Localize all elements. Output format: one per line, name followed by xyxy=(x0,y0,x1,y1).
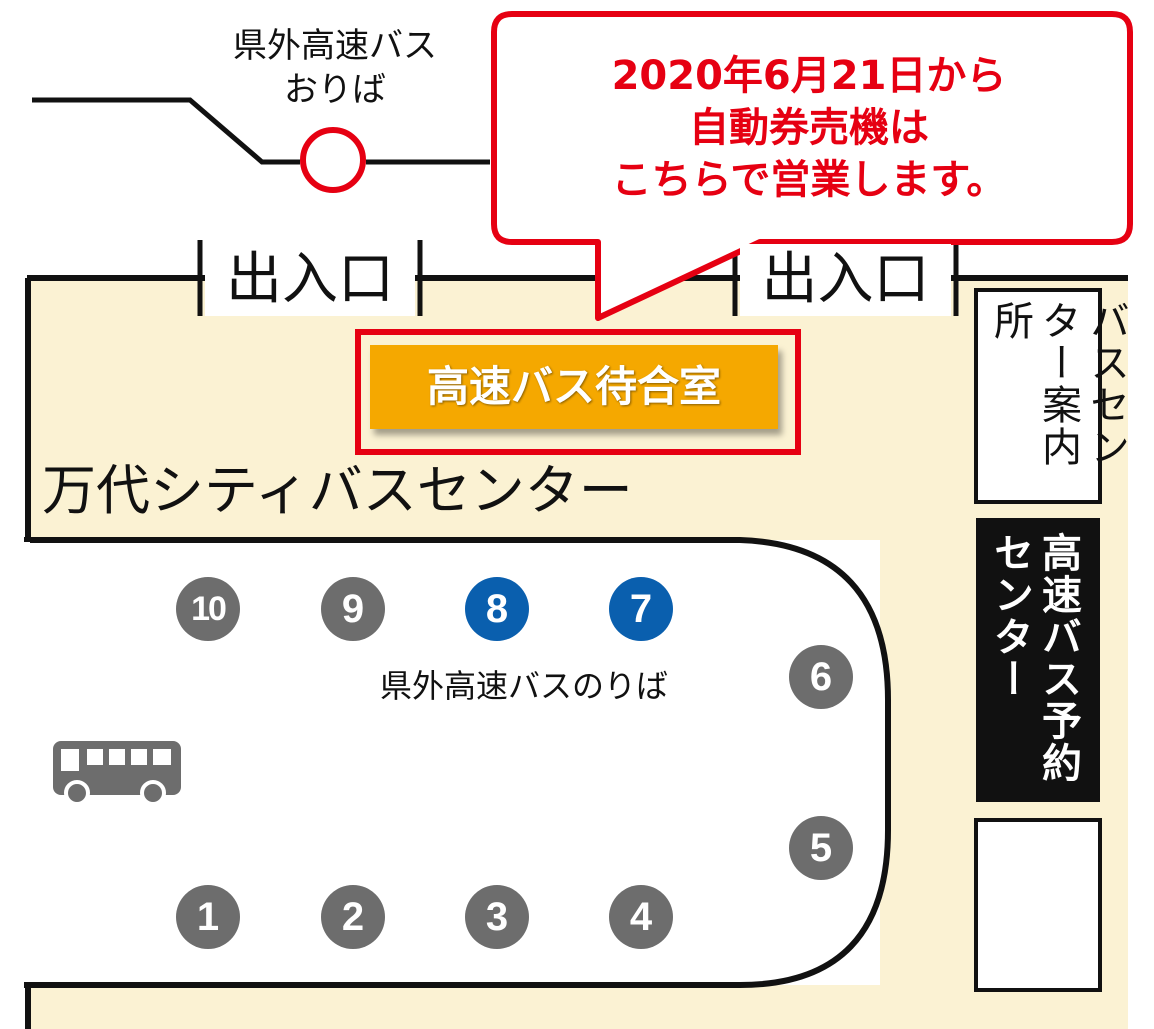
entrance-left: 出入口 xyxy=(205,244,415,316)
reservation-center-box xyxy=(976,518,1100,802)
bus-platform-area xyxy=(24,537,891,988)
reservation-col2: 予約センター xyxy=(987,532,1081,784)
bus-stop-2[interactable]: 2 xyxy=(321,885,385,949)
notice-line2: 自動券売機は xyxy=(689,105,929,151)
drop-off-label: 県外高速バス おりば xyxy=(200,24,470,112)
bus-stop-3[interactable]: 3 xyxy=(465,885,529,949)
bus-stop-1[interactable]: 1 xyxy=(176,885,240,949)
notice-line3: こちらで営業します。 xyxy=(611,157,1007,203)
building-floor-bottom xyxy=(27,985,1128,1029)
entrance-right: 出入口 xyxy=(740,244,951,316)
waiting-room-label[interactable]: 高速バス待合室 xyxy=(370,345,778,429)
notice-callout xyxy=(491,11,1133,321)
bus-stop-9[interactable]: 9 xyxy=(321,577,385,641)
boarding-label: 県外高速バスのりば xyxy=(380,667,669,705)
info-desk-col1: バスセンター xyxy=(1035,300,1129,468)
waiting-room-frame xyxy=(355,329,801,455)
drop-off-label-line1: 県外高速バス xyxy=(233,26,437,66)
info-desk-col2: 案内所 xyxy=(987,300,1081,468)
drop-off-label-line2: おりば xyxy=(284,70,386,110)
bus-stop-6[interactable]: 6 xyxy=(789,645,853,709)
bus-stop-4[interactable]: 4 xyxy=(609,885,673,949)
notice-line1: 2020年6月21日から xyxy=(611,53,1007,99)
circle-marker-icon xyxy=(300,127,366,193)
bus-icon xyxy=(53,741,181,806)
road-line xyxy=(32,97,300,165)
reservation-center-label[interactable]: 高速バス予約センター xyxy=(986,532,1082,794)
reservation-col1: 高速バス xyxy=(1035,532,1081,700)
room-box xyxy=(974,818,1102,992)
center-name: 万代シティバスセンター xyxy=(42,459,633,522)
bus-stop-8[interactable]: 8 xyxy=(465,577,529,641)
bus-stop-10[interactable]: 10 xyxy=(176,577,240,641)
bus-stop-5[interactable]: 5 xyxy=(789,816,853,880)
info-desk-box xyxy=(974,288,1102,504)
info-desk-label[interactable]: バスセンター案内所 xyxy=(986,300,1130,496)
bus-stop-7[interactable]: 7 xyxy=(609,577,673,641)
notice-text: 2020年6月21日から 自動券売機は こちらで営業します。 xyxy=(494,50,1124,206)
